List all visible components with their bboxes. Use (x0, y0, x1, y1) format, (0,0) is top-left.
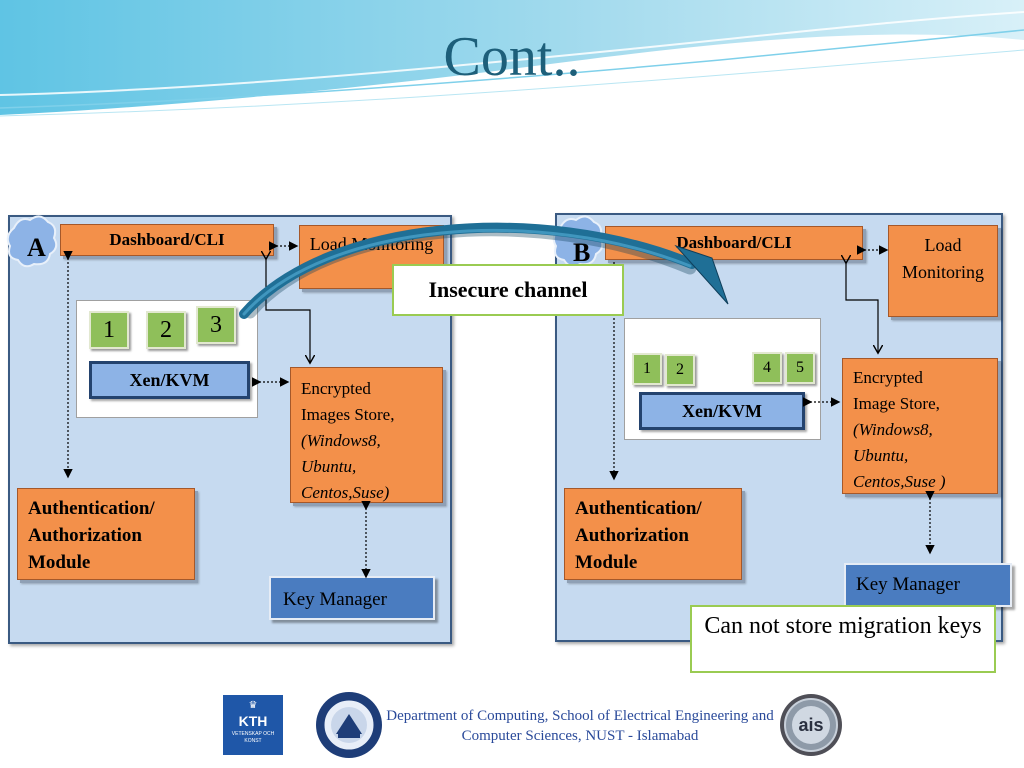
encrypted-store-a: Encrypted Images Store, (Windows8, Ubunt… (290, 367, 443, 503)
header-wave-decoration (0, 0, 1024, 117)
auth-module-a: Authentication/ Authorization Module (17, 488, 195, 580)
vm-b-1: 1 (632, 353, 662, 385)
kth-logo-text: KTH (238, 713, 268, 729)
dashboard-cli-b: Dashboard/CLI (605, 226, 863, 260)
encrypted-store-b: Encrypted Image Store, (Windows8, Ubuntu… (842, 358, 998, 494)
ais-logo-text: ais (798, 715, 824, 735)
panel-a-label: A (27, 233, 46, 262)
nust-seal-icon (316, 692, 382, 758)
ais-logo-icon (780, 694, 842, 756)
vm-a-2: 2 (146, 311, 186, 349)
auth-module-b: Authentication/ Authorization Module (564, 488, 742, 580)
store-b-line1: Encrypted (853, 368, 923, 387)
hypervisor-b: Xen/KVM (639, 392, 805, 430)
vm-b-4: 4 (752, 352, 782, 384)
store-a-line2: Images Store, (301, 405, 395, 424)
dashboard-cli-a: Dashboard/CLI (60, 224, 274, 256)
store-a-os: (Windows8, Ubuntu, Centos,Suse) (301, 431, 390, 502)
migration-keys-callout: Can not store migration keys (690, 605, 996, 673)
kth-logo-crown-icon: ♛ (248, 700, 258, 711)
load-monitoring-b: Load Monitoring (888, 225, 998, 317)
kth-logo: ♛ KTH VETENSKAP OCH KONST (223, 695, 283, 755)
store-a-line1: Encrypted (301, 379, 371, 398)
key-manager-b: Key Manager (844, 563, 1012, 607)
vm-b-2: 2 (665, 354, 695, 386)
key-manager-a: Key Manager (269, 576, 435, 620)
footer-department: Department of Computing, School of Elect… (386, 708, 774, 744)
kth-logo-subtext: VETENSKAP OCH KONST (231, 731, 275, 744)
store-b-os: (Windows8, Ubuntu, Centos,Suse ) (853, 420, 946, 491)
vm-b-5: 5 (785, 352, 815, 384)
slide-title: Cont.. (443, 26, 581, 88)
hypervisor-a: Xen/KVM (89, 361, 250, 399)
store-b-line2: Image Store, (853, 394, 940, 413)
vm-a-1: 1 (89, 311, 129, 349)
vm-a-3: 3 (196, 306, 236, 344)
insecure-channel-callout: Insecure channel (392, 264, 624, 316)
